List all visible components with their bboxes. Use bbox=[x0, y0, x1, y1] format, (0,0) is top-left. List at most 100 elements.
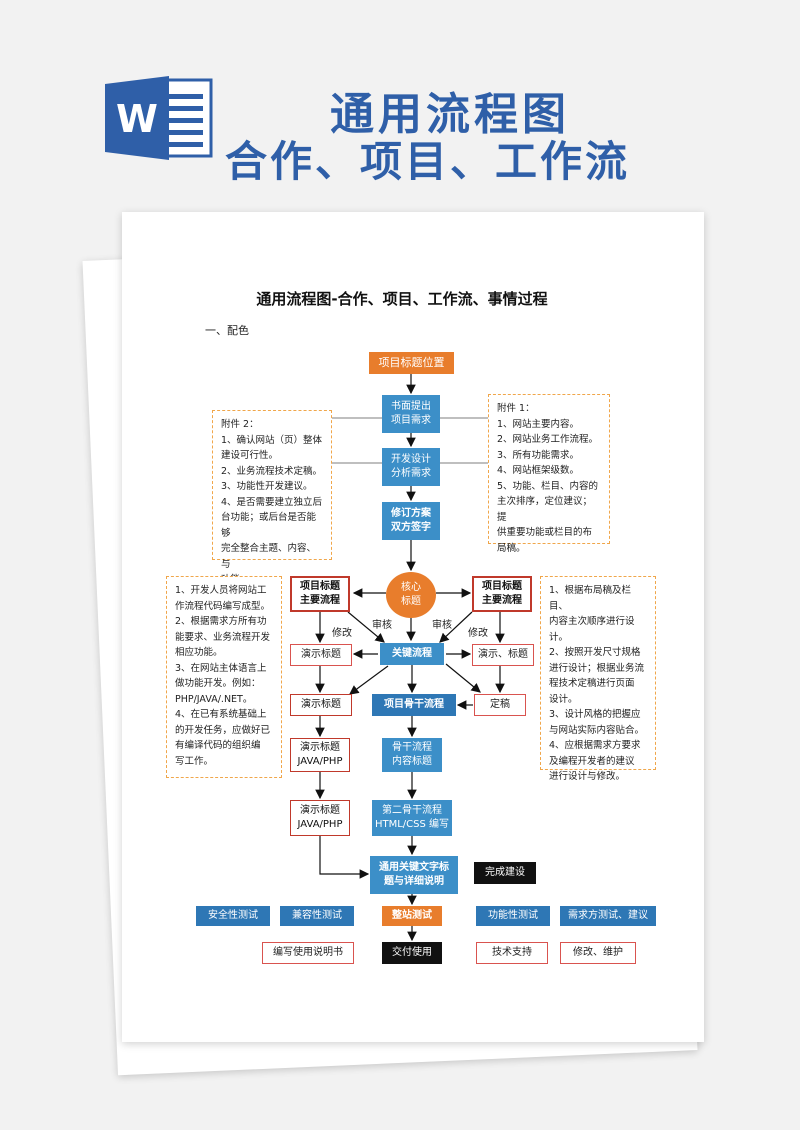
demo-java-2-line2: JAVA/PHP bbox=[297, 819, 343, 830]
review-left-label: 审核 bbox=[372, 620, 392, 631]
note-line: PHP/JAVA/.NET。 bbox=[175, 693, 253, 705]
note-line: 2、根据需求方所有功 bbox=[175, 616, 267, 627]
backbone-content-node: 骨干流程内容标题 bbox=[382, 738, 442, 772]
full-site-test-node: 整站测试 bbox=[382, 906, 442, 926]
note-line: 1、网站主要内容。 bbox=[497, 418, 580, 430]
demand-test-node: 需求方测试、建议 bbox=[560, 906, 656, 926]
note-line: 附件 2： bbox=[221, 419, 259, 430]
note-line: 进行设计；根据业务流 bbox=[549, 662, 645, 674]
note-line: 建设可行性。 bbox=[221, 450, 279, 461]
main-flow-left-node: 项目标题主要流程 bbox=[290, 576, 350, 612]
note-line: 1、确认网站（页）整体 bbox=[221, 434, 323, 446]
note-line: 4、网站框架级数。 bbox=[497, 465, 580, 476]
note-line: 与网站实际内容贴合。 bbox=[549, 724, 645, 736]
modify-maintain-node: 修改、维护 bbox=[560, 942, 636, 964]
note-line: 局稿。 bbox=[497, 542, 526, 554]
revise-plan-line1: 修订方案 bbox=[391, 508, 431, 519]
core-title-circle: 核心标题 bbox=[386, 572, 436, 618]
note-line: 5、功能、栏目、内容的 bbox=[497, 480, 599, 492]
right-design-note: 1、根据布局稿及栏目、 内容主次顺序进行设计。 2、按照开发尺寸规格 进行设计；… bbox=[540, 576, 656, 782]
modify-right-label: 修改 bbox=[468, 628, 488, 639]
written-request-line1: 书面提出 bbox=[391, 401, 431, 412]
section-heading: 一、配色 bbox=[205, 324, 249, 337]
note-line: 4、应根据需求方要求 bbox=[549, 740, 641, 751]
note-line: 4、是否需要建立独立后 bbox=[221, 496, 323, 508]
banner-subtitle: 合作、项目、工作流 bbox=[225, 137, 631, 186]
tech-support-node: 技术支持 bbox=[476, 942, 548, 964]
note-line: 台功能；或后台是否能够 bbox=[221, 512, 317, 539]
security-test-node: 安全性测试 bbox=[196, 906, 270, 926]
key-flow-node: 关键流程 bbox=[380, 643, 444, 665]
general-key-text-line2: 题与详细说明 bbox=[384, 876, 444, 887]
note-line: 2、按照开发尺寸规格 bbox=[549, 647, 641, 658]
main-flow-right-line1: 项目标题 bbox=[482, 581, 522, 592]
demo-title-left2-node: 演示标题 bbox=[290, 694, 352, 716]
demo-java-2-line1: 演示标题 bbox=[300, 805, 340, 816]
note-line: 的开发任务，应做好已 bbox=[175, 724, 271, 736]
note-line: 2、网站业务工作流程。 bbox=[497, 434, 599, 445]
note-line: 设计。 bbox=[549, 693, 578, 705]
dev-design-node: 开发设计分析需求 bbox=[382, 448, 440, 486]
demo-java-1-line1: 演示标题 bbox=[300, 742, 340, 753]
finalize-node: 定稿 bbox=[474, 694, 526, 716]
general-key-text-node: 通用关键文字标题与详细说明 bbox=[370, 856, 458, 894]
attachment2-note: 附件 2： 1、确认网站（页）整体 建设可行性。 2、业务流程技术定稿。 3、功… bbox=[212, 410, 332, 585]
attachment1-note: 附件 1： 1、网站主要内容。 2、网站业务工作流程。 3、所有功能需求。 4、… bbox=[488, 394, 610, 554]
general-key-text-line1: 通用关键文字标 bbox=[379, 862, 449, 873]
delivery-node: 交付使用 bbox=[382, 942, 442, 964]
complete-build-node: 完成建设 bbox=[474, 862, 536, 884]
note-line: 3、设计风格的把握应 bbox=[549, 709, 641, 720]
note-line: 有编译代码的组织编 bbox=[175, 740, 261, 751]
main-flow-left-line1: 项目标题 bbox=[300, 581, 340, 592]
modify-left-label: 修改 bbox=[332, 628, 352, 639]
note-line: 做功能开发。例如： bbox=[175, 678, 261, 689]
write-manual-node: 编写使用说明书 bbox=[262, 942, 354, 964]
note-line: 4、在已有系统基础上 bbox=[175, 709, 267, 720]
revise-plan-line2: 双方签字 bbox=[391, 522, 431, 533]
second-backbone-line2: HTML/CSS 编写 bbox=[374, 819, 450, 830]
note-line: 附件 1： bbox=[497, 403, 535, 414]
revise-plan-node: 修订方案双方签字 bbox=[382, 502, 440, 540]
written-request-line2: 项目需求 bbox=[391, 415, 431, 426]
backbone-content-line2: 内容标题 bbox=[392, 756, 432, 767]
document-title: 通用流程图-合作、项目、工作流、事情过程 bbox=[256, 290, 548, 308]
core-title-line1: 核心 bbox=[401, 582, 421, 593]
note-line: 完全整合主题、内容、与 bbox=[221, 543, 317, 570]
svg-text:W: W bbox=[116, 97, 158, 141]
note-line: 内容主次顺序进行设计。 bbox=[549, 616, 635, 643]
written-request-node: 书面提出项目需求 bbox=[382, 395, 440, 433]
note-line: 作流程代码编写成型。 bbox=[175, 600, 271, 612]
note-line: 3、所有功能需求。 bbox=[497, 449, 580, 461]
note-line: 及编程开发者的建议 bbox=[549, 755, 635, 767]
demo-java-2-node: 演示标题 JAVA/PHP bbox=[290, 800, 350, 836]
main-flow-left-line2: 主要流程 bbox=[300, 595, 340, 606]
note-line: 相应功能。 bbox=[175, 647, 223, 658]
banner-title: 通用流程图 bbox=[330, 89, 570, 140]
function-test-node: 功能性测试 bbox=[476, 906, 550, 926]
dev-design-line2: 分析需求 bbox=[391, 468, 431, 479]
note-line: 1、开发人员将网站工 bbox=[175, 585, 267, 596]
note-line: 3、功能性开发建议。 bbox=[221, 481, 313, 492]
project-title-position-node: 项目标题位置 bbox=[369, 352, 454, 374]
core-title-line2: 标题 bbox=[401, 596, 421, 607]
second-backbone-line1: 第二骨干流程 bbox=[382, 805, 442, 816]
note-line: 程技术定稿进行页面 bbox=[549, 678, 635, 689]
second-backbone-node: 第二骨干流程 HTML/CSS 编写 bbox=[372, 800, 452, 836]
main-flow-right-line2: 主要流程 bbox=[482, 595, 522, 606]
note-line: 写工作。 bbox=[175, 755, 214, 767]
main-flow-right-node: 项目标题主要流程 bbox=[472, 576, 532, 612]
note-line: 能要求、业务流程开发 bbox=[175, 631, 271, 643]
left-dev-note: 1、开发人员将网站工 作流程代码编写成型。 2、根据需求方所有功 能要求、业务流… bbox=[166, 576, 282, 778]
dev-design-line1: 开发设计 bbox=[391, 454, 431, 465]
note-line: 1、根据布局稿及栏目、 bbox=[549, 585, 632, 612]
backbone-flow-node: 项目骨干流程 bbox=[372, 694, 456, 716]
note-line: 供重要功能或栏目的布 bbox=[497, 527, 593, 538]
note-line: 主次排序，定位建议；提 bbox=[497, 496, 593, 523]
demo-title-left-node: 演示标题 bbox=[290, 644, 352, 666]
note-line: 2、业务流程技术定稿。 bbox=[221, 465, 323, 477]
compat-test-node: 兼容性测试 bbox=[280, 906, 354, 926]
backbone-content-line1: 骨干流程 bbox=[392, 742, 432, 753]
review-right-label: 审核 bbox=[432, 620, 452, 631]
